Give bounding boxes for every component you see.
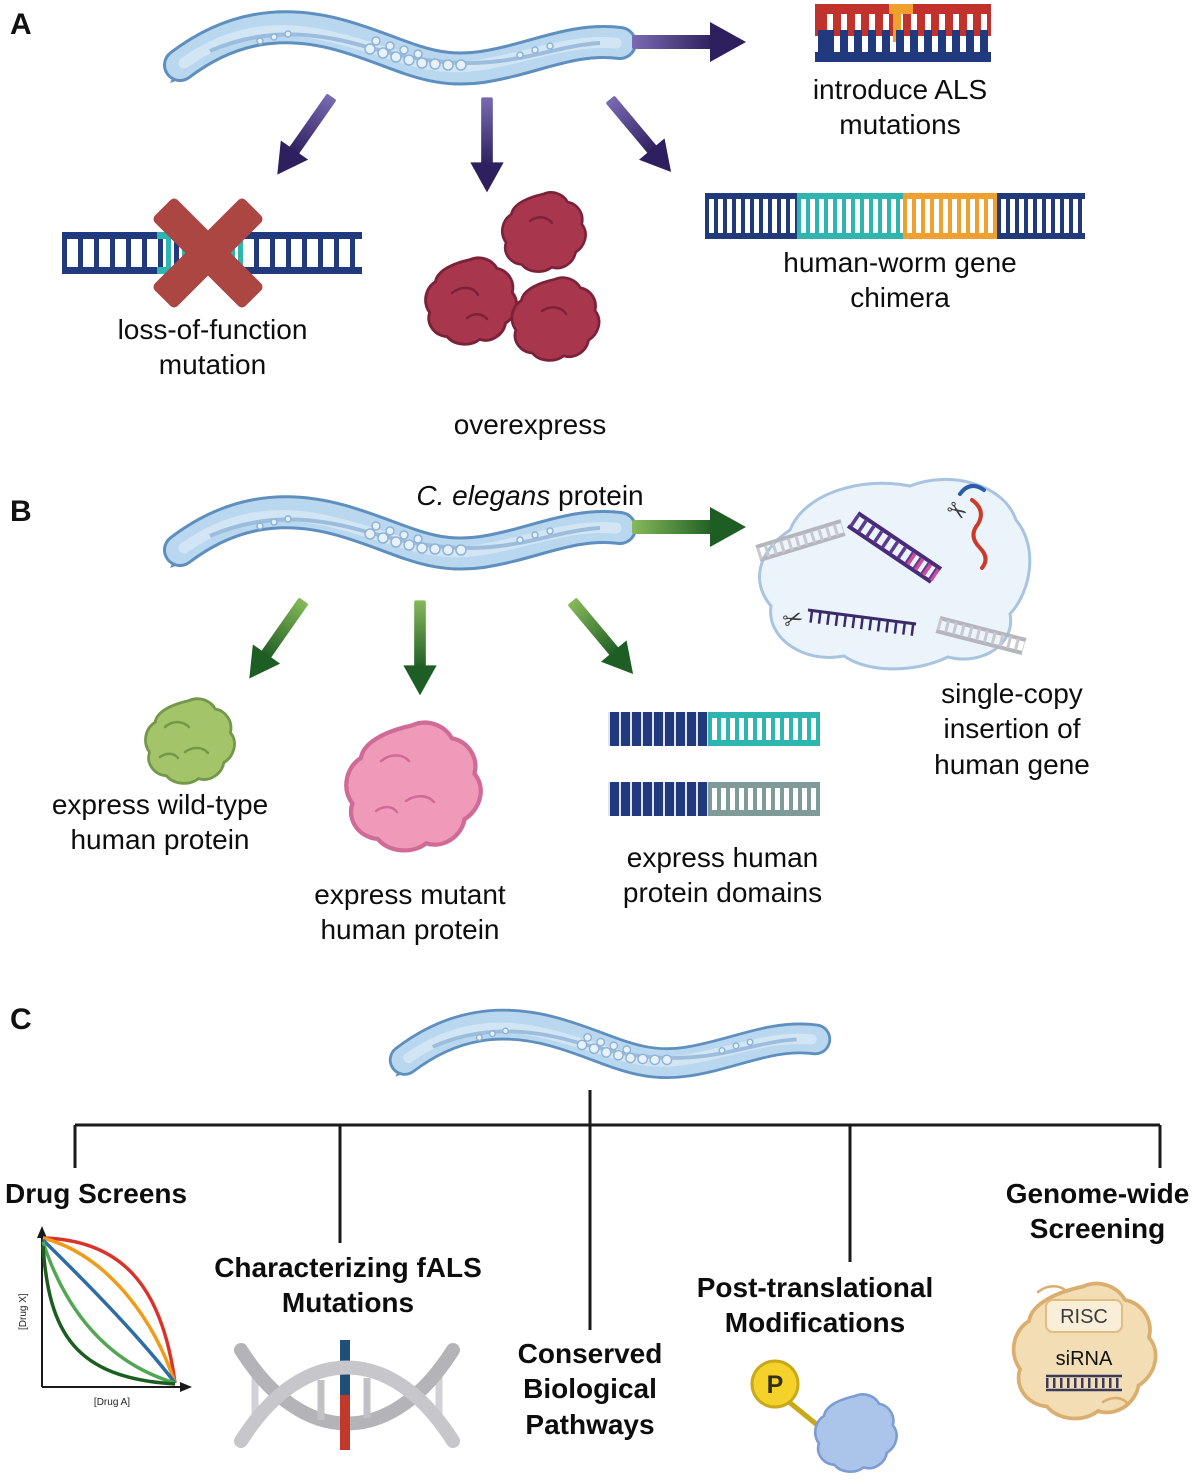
phosphorylation-illustration: P — [750, 1359, 899, 1474]
label-overexpress-species: C. elegans — [416, 479, 551, 511]
panel-c-label: C — [10, 1003, 32, 1036]
loss-of-function-dna — [62, 195, 362, 320]
chimera-dna — [705, 193, 1085, 239]
domain-bar-1 — [608, 712, 820, 746]
risc-complex-illustration: RISC siRNA — [1008, 1252, 1158, 1452]
risc-badge — [1045, 1299, 1123, 1333]
worm-illustration-b — [170, 488, 630, 593]
arrow-down-left-green-icon — [235, 591, 318, 689]
sirna-label: siRNA — [1056, 1348, 1113, 1370]
label-single-copy: single-copy insertion of human gene — [934, 678, 1090, 780]
phosphate-icon — [750, 1359, 800, 1409]
label-introduce-als: introduce ALS mutations — [812, 74, 988, 141]
arrow-right-green-icon — [632, 507, 746, 547]
sirna-duplex — [1046, 1374, 1122, 1392]
drug-a-axis-label: [Drug A] — [94, 1397, 130, 1408]
pink-protein-blob — [336, 706, 491, 866]
label-overexpress-rest: protein — [550, 479, 644, 511]
phosphate-label: P — [767, 1371, 784, 1399]
label-mutant: express mutant human protein — [314, 879, 506, 946]
label-overexpress-line1: overexpress — [453, 409, 607, 441]
label-wild-type: express wild-type human protein — [51, 789, 269, 856]
label-domains: express human protein domains — [622, 842, 823, 909]
label-loss-of-function: loss-of-function mutation — [117, 314, 308, 381]
label-drug-screens: Drug Screens — [5, 1178, 188, 1209]
label-ptm: Post-translational Modifications — [696, 1272, 934, 1339]
overexpressed-protein-blobs — [424, 191, 601, 362]
arrow-down-green-icon — [403, 600, 437, 696]
drug-x-axis-label: [Drug X] — [18, 1293, 29, 1330]
worm-illustration-a — [170, 3, 630, 108]
label-genome-wide: Genome-wide Screening — [1005, 1178, 1190, 1245]
dose-response-chart: [Drug X] [Drug A] — [18, 1226, 192, 1408]
panel-a-label: A — [10, 8, 32, 41]
domain-bar-2 — [608, 782, 820, 816]
panel-b-label: B — [10, 495, 32, 528]
risc-label: RISC — [1060, 1306, 1108, 1328]
protein-domain-bars — [608, 712, 820, 818]
green-protein-blob — [143, 697, 237, 785]
arrow-down-icon — [470, 97, 504, 193]
cell-crispr-illustration: ✂ ✂ — [755, 478, 1032, 671]
label-fals: Characterizing fALS Mutations — [214, 1252, 482, 1319]
arrow-down-right-green-icon — [559, 590, 646, 685]
ptm-protein-blob — [813, 1392, 899, 1474]
als-mutation-dna — [815, 4, 991, 62]
branch-lines — [73, 1090, 1162, 1330]
arrow-right-icon — [632, 22, 746, 62]
label-overexpress: overexpress C. elegans protein — [385, 372, 675, 548]
label-chimera: human-worm gene chimera — [783, 247, 1017, 314]
dna-helix-illustration — [234, 1340, 460, 1450]
label-conserved: Conserved Biological Pathways — [517, 1338, 663, 1440]
